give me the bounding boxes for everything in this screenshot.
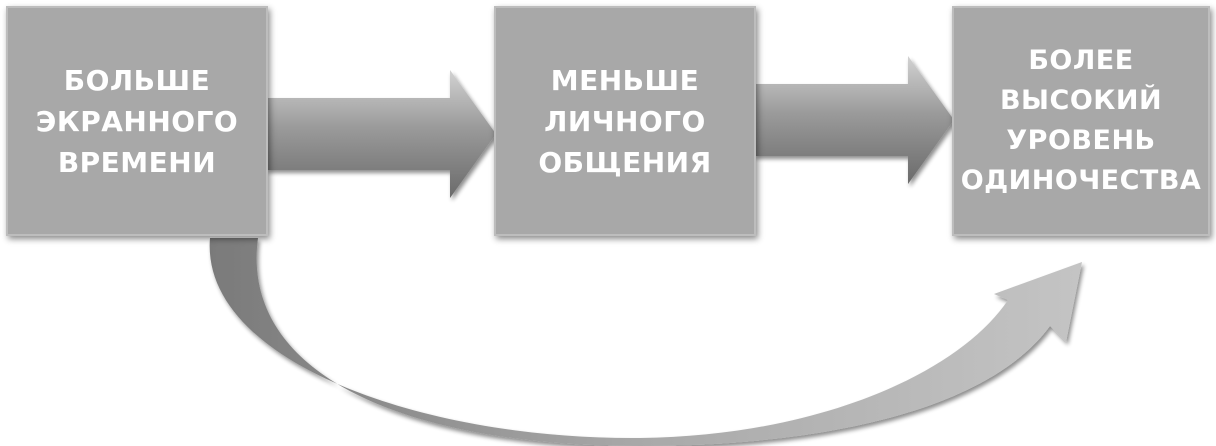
box-text-line: БОЛЬШЕ (63, 63, 211, 97)
box-more-screen-time: БОЛЬШЕ ЭКРАННОГО ВРЕМЕНИ (6, 6, 268, 236)
box-text-line: УРОВЕНЬ (1006, 125, 1156, 156)
box-text-line: ЭКРАННОГО (35, 104, 239, 138)
box-text-line: ОБЩЕНИЯ (538, 145, 712, 179)
box-text-line: ОДИНОЧЕСТВА (960, 165, 1202, 196)
arrow-box2-to-box3 (754, 56, 954, 184)
box-text-line: ВЫСОКИЙ (999, 85, 1163, 116)
box-text-line: МЕНЬШЕ (550, 63, 700, 97)
box-text-line: БОЛЕЕ (1028, 45, 1134, 76)
box-text-line: ЛИЧНОГО (544, 104, 706, 138)
box-higher-loneliness: БОЛЕЕ ВЫСОКИЙ УРОВЕНЬ ОДИНОЧЕСТВА (952, 6, 1210, 236)
curved-arrow-box1-to-box3 (209, 238, 1082, 446)
box-text-line: ВРЕМЕНИ (57, 145, 217, 179)
box-less-personal-communication: МЕНЬШЕ ЛИЧНОГО ОБЩЕНИЯ (494, 6, 756, 236)
arrow-box1-to-box2 (266, 70, 496, 198)
